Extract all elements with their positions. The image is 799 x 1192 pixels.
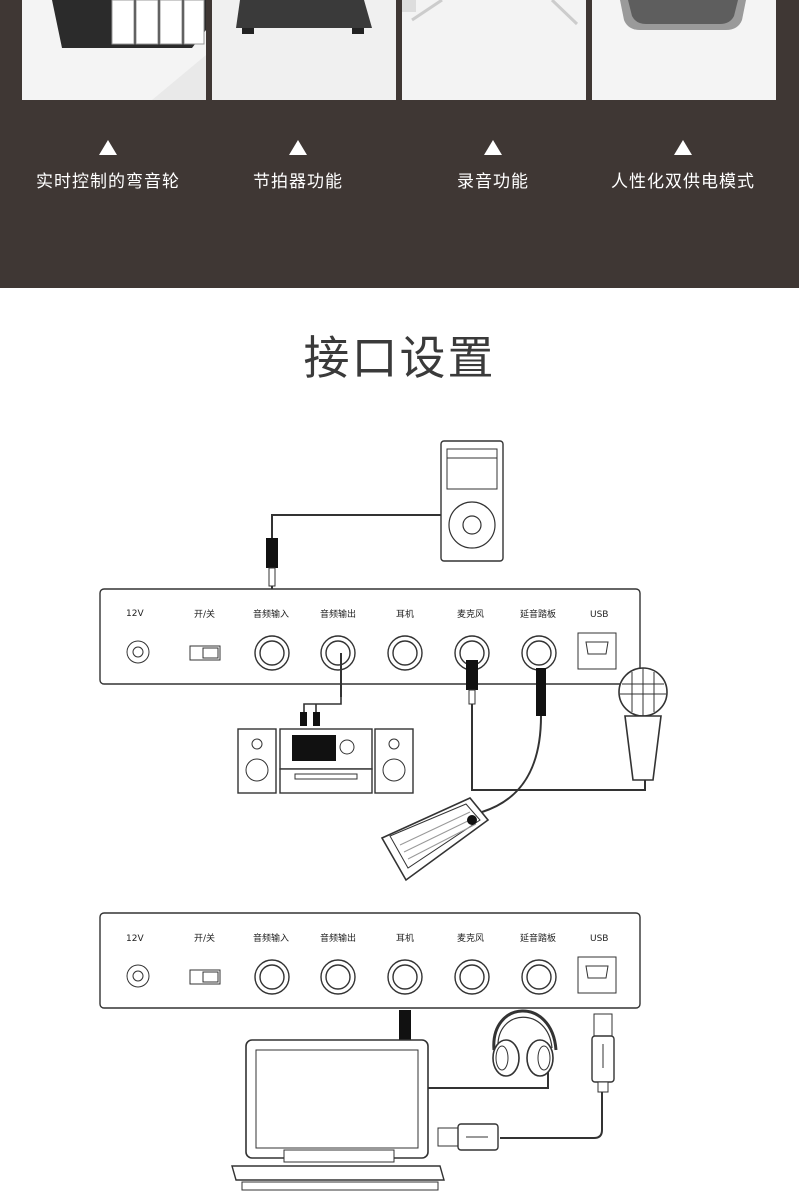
rear-panel-bottom: 12V 开/关 音频输入 音频输出 耳机 麦克风 延音踏板 USB xyxy=(99,912,641,1009)
feature-recording: 录音功能 xyxy=(398,140,588,192)
feature-dual-power: 人性化双供电模式 xyxy=(588,140,778,192)
sustain-pedal-icon xyxy=(380,797,490,882)
headphone-label: 耳机 xyxy=(396,932,414,944)
audio-in-label: 音频输入 xyxy=(253,932,289,944)
sustain-label: 延音踏板 xyxy=(520,932,556,944)
triangle-up-icon xyxy=(289,140,307,155)
headphone-label: 耳机 xyxy=(396,608,414,620)
connection-diagram: 12V 开/关 音频输入 音频输出 耳机 麦克风 延音踏板 USB xyxy=(99,440,668,1191)
triangle-up-icon xyxy=(484,140,502,155)
feature-pitch-wheel: 实时控制的弯音轮 xyxy=(13,140,203,192)
audio-out-label: 音频输出 xyxy=(320,932,356,944)
feature-label: 实时控制的弯音轮 xyxy=(36,172,180,192)
laptop-icon xyxy=(231,1039,445,1191)
section-title: 接口设置 xyxy=(303,331,496,385)
recording-photo xyxy=(402,0,586,100)
feature-band: 实时控制的弯音轮 节拍器功能 录音功能 人性化双供电模式 xyxy=(0,0,799,288)
audio-in-label: 音频输入 xyxy=(253,608,289,620)
triangle-up-icon xyxy=(674,140,692,155)
sustain-label: 延音踏板 xyxy=(520,608,556,620)
usb-label: USB xyxy=(590,934,608,944)
microphone-icon xyxy=(618,667,668,781)
feature-label: 节拍器功能 xyxy=(253,172,343,192)
battery-photo xyxy=(592,0,776,100)
switch-label: 开/关 xyxy=(194,932,215,944)
switch-label: 开/关 xyxy=(194,608,215,620)
mp3-player-icon xyxy=(440,440,504,562)
headphones-icon xyxy=(492,1009,558,1077)
power-label: 12V xyxy=(126,609,144,619)
feature-metronome: 节拍器功能 xyxy=(203,140,393,192)
mic-label: 麦克风 xyxy=(457,932,484,944)
stereo-system-icon xyxy=(237,728,414,794)
feature-label: 人性化双供电模式 xyxy=(611,172,755,192)
keyboard-photo xyxy=(22,0,206,100)
usb-b-plug-icon xyxy=(591,1013,615,1093)
rear-panel-top: 12V 开/关 音频输入 音频输出 耳机 麦克风 延音踏板 USB xyxy=(99,588,641,685)
power-label: 12V xyxy=(126,934,144,944)
mic-label: 麦克风 xyxy=(457,608,484,620)
usb-a-plug-icon xyxy=(437,1123,499,1151)
feature-label: 录音功能 xyxy=(457,172,529,192)
metronome-photo xyxy=(212,0,396,100)
triangle-up-icon xyxy=(99,140,117,155)
usb-label: USB xyxy=(590,610,608,620)
audio-out-label: 音频输出 xyxy=(320,608,356,620)
